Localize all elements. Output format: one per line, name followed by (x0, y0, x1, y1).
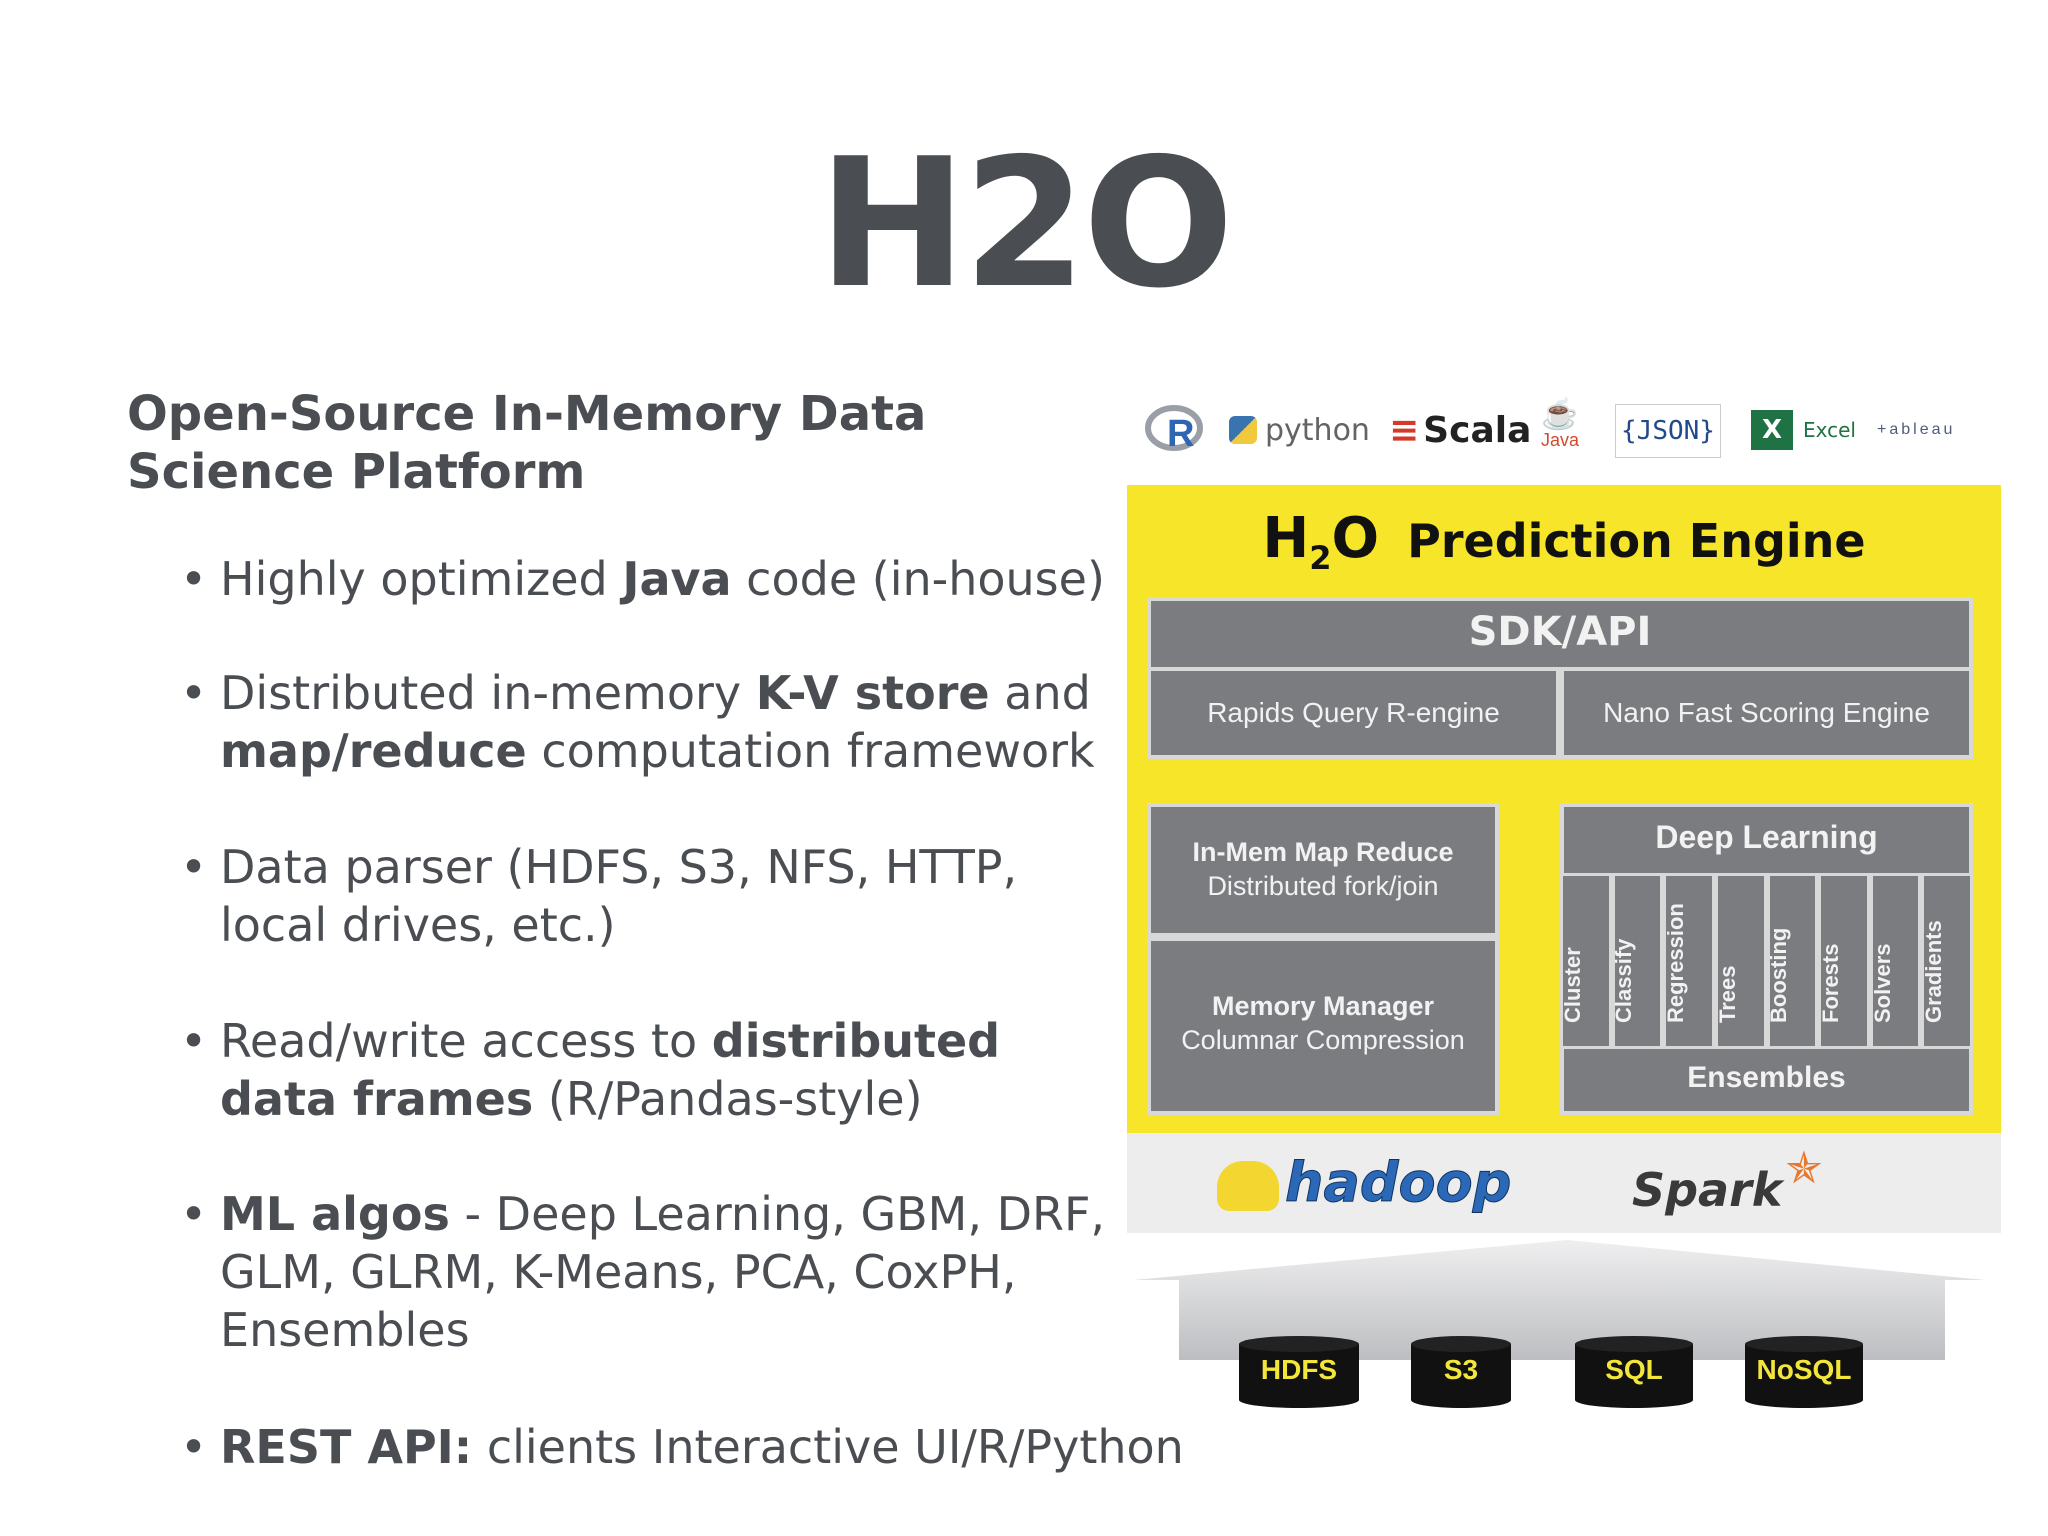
engine-title-text: Prediction Engine (1407, 514, 1866, 568)
r-logo-icon: R (1145, 405, 1203, 455)
algo-column: Solvers (1870, 873, 1922, 1049)
slide-subtitle: Open-Source In-Memory Data Science Platf… (127, 386, 927, 500)
algo-column: Gradients (1921, 873, 1973, 1049)
bullet-rest-api: REST API: clients Interactive UI/R/Pytho… (180, 1418, 1184, 1476)
scala-icon: ≡ (1389, 409, 1420, 451)
inmem-title: In-Mem Map Reduce (1192, 837, 1454, 867)
python-icon (1229, 416, 1257, 444)
python-logo: python (1229, 400, 1370, 460)
algo-column: Boosting (1766, 873, 1819, 1049)
memmgr-subtitle: Columnar Compression (1181, 1025, 1465, 1055)
algo-column: Trees (1715, 873, 1767, 1049)
scala-label: Scala (1423, 409, 1532, 451)
bullet-ml-algos: ML algos - Deep Learning, GBM, DRF, GLM,… (180, 1185, 1120, 1359)
python-label: python (1265, 412, 1370, 448)
bullet-text: clients Interactive UI/R/Python (472, 1420, 1184, 1474)
bullet-text: (R/Pandas-style) (533, 1072, 923, 1126)
java-cup-icon: ☕ (1541, 398, 1579, 431)
algo-label: Solvers (1869, 943, 1895, 1024)
sdk-api-box: SDK/API (1147, 597, 1973, 667)
h2o-logo: H2O (1262, 506, 1380, 578)
java-logo: ☕Java (1537, 400, 1583, 460)
database-icon (1745, 1336, 1863, 1408)
json-logo: {JSON} (1615, 404, 1721, 458)
bullet-text: Distributed in-memory (220, 666, 756, 720)
storage-label: SQL (1605, 1354, 1663, 1385)
tableau-logo: +ableau (1877, 421, 1956, 438)
bullet-bold: distributed data frames (220, 1014, 1001, 1126)
database-icon (1575, 1336, 1693, 1408)
storage-label: HDFS (1260, 1354, 1338, 1385)
excel-label: Excel (1803, 418, 1856, 442)
hadoop-logo: hadoop (1217, 1151, 1512, 1215)
algo-label: Regression (1663, 903, 1689, 1023)
algo-label: Boosting (1766, 927, 1792, 1023)
storage-s3: S3 (1411, 1336, 1511, 1408)
algo-column: Forests (1818, 873, 1870, 1049)
spark-logo: Spark✯ (1632, 1143, 1822, 1217)
slide-title: H2O (817, 120, 1234, 327)
bullet-text: Data parser (HDFS, S3, NFS, HTTP, local … (220, 840, 1018, 952)
bullet-text: - Deep Learning, GBM, DRF, GLM, GLRM, K-… (220, 1187, 1106, 1357)
storage-hdfs: HDFS (1239, 1336, 1359, 1408)
algo-label: Classify (1611, 938, 1637, 1023)
database-icon (1411, 1336, 1511, 1408)
rapids-box: Rapids Query R-engine (1147, 667, 1560, 759)
bullet-bold: ML algos (220, 1187, 450, 1241)
ensembles-box: Ensembles (1560, 1049, 1973, 1115)
bullet-text: code (in-house) (731, 552, 1105, 606)
bullet-bold: Java (622, 552, 732, 606)
prediction-engine-box: H2O Prediction Engine SDK/API Rapids Quer… (1127, 485, 2001, 1133)
bullet-text: Highly optimized (220, 552, 623, 606)
nano-scoring-box: Nano Fast Scoring Engine (1560, 667, 1973, 759)
java-label: Java (1540, 430, 1580, 450)
platform-layer: hadoop Spark✯ (1127, 1133, 2001, 1233)
bullet-bold: REST API: (220, 1420, 473, 1474)
bullet-java: Highly optimized Java code (in-house) (180, 550, 1120, 608)
storage-label: S3 (1443, 1354, 1479, 1385)
algo-label: Cluster (1559, 947, 1585, 1023)
algo-label: Gradients (1921, 920, 1947, 1023)
storage-sql: SQL (1575, 1336, 1693, 1408)
hadoop-elephant-icon (1217, 1161, 1279, 1212)
algo-column: Regression (1663, 873, 1715, 1049)
engine-title: H2O Prediction Engine (1127, 509, 2001, 588)
h2o-architecture-diagram: R python ≡Scala ☕Java {JSON} X Excel +abl… (1127, 320, 2007, 1408)
bullet-data-parser: Data parser (HDFS, S3, NFS, HTTP, local … (180, 838, 1120, 954)
h2o-sub: 2 (1309, 539, 1332, 578)
spark-label: Spark (1632, 1163, 1783, 1217)
excel-logo: X Excel (1751, 400, 1856, 460)
storage-nosql: NoSQL (1745, 1336, 1863, 1408)
excel-icon: X (1751, 410, 1793, 450)
hadoop-label: hadoop (1284, 1151, 1512, 1215)
r-logo-letter: R (1167, 413, 1194, 455)
memmgr-title: Memory Manager (1211, 991, 1435, 1021)
bullet-text: computation framework (526, 724, 1095, 778)
deep-learning-box: Deep Learning (1560, 803, 1973, 873)
database-icon (1239, 1336, 1359, 1408)
algo-label: Forests (1817, 943, 1843, 1023)
bullet-bold: K-V store (755, 666, 990, 720)
storage-layer (1133, 1240, 1985, 1360)
bullet-text: Read/write access to (220, 1014, 712, 1068)
h2o-o: O (1331, 506, 1380, 571)
algo-column: Cluster (1560, 873, 1612, 1049)
bullet-text: and (989, 666, 1091, 720)
storage-roof-shape (1133, 1240, 1985, 1360)
spark-star-icon: ✯ (1785, 1143, 1823, 1194)
client-logos: R python ≡Scala ☕Java {JSON} X Excel +abl… (1127, 400, 2007, 470)
bullet-data-frames: Read/write access to distributed data fr… (180, 1012, 1120, 1128)
algo-label: Trees (1714, 965, 1740, 1024)
h2o-h: H (1262, 506, 1310, 571)
scala-logo: ≡Scala (1389, 400, 1531, 460)
inmem-subtitle: Distributed fork/join (1207, 871, 1439, 901)
algo-column: Classify (1611, 873, 1664, 1049)
storage-label: NoSQL (1756, 1354, 1852, 1385)
bullet-kv-store: Distributed in-memory K-V store and map/… (180, 664, 1120, 780)
algorithm-columns: Cluster Classify Regression Trees Boosti… (1560, 873, 1973, 1049)
bullet-bold: map/reduce (220, 724, 527, 778)
